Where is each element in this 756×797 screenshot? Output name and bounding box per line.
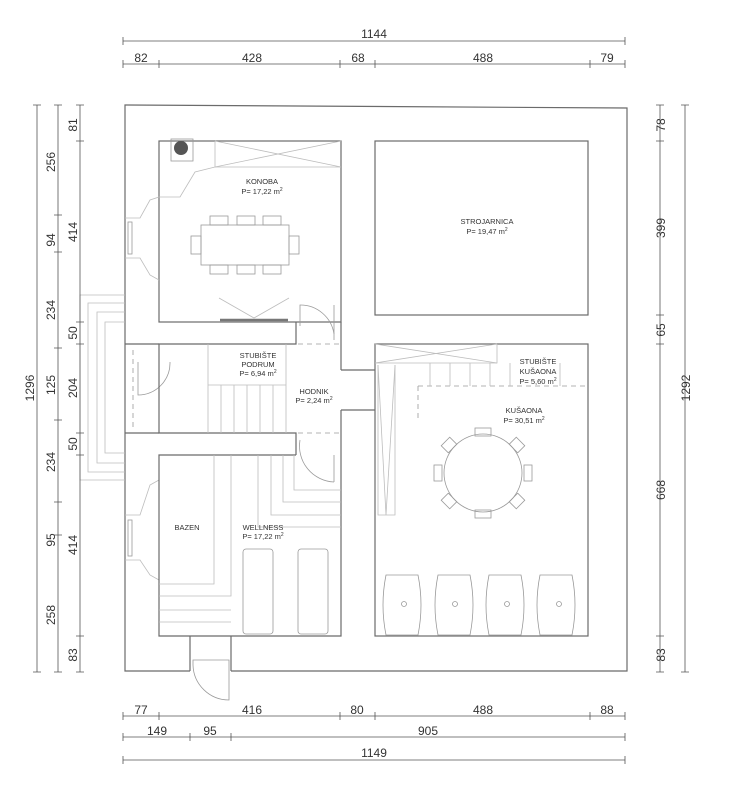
room-name-line1: STUBIŠTE (520, 357, 557, 366)
room-name: STROJARNICA (461, 217, 514, 226)
dim-label: 256 (44, 152, 58, 172)
dim-label: 83 (654, 648, 668, 662)
room-area: P= 19,47 m2 (466, 227, 508, 236)
room-area: P= 5,60 m2 (519, 377, 556, 386)
room-area: P= 30,51 m2 (503, 416, 545, 425)
dimension-lines (33, 37, 689, 764)
room-area: P= 17,22 m2 (242, 532, 284, 541)
room-area: P= 2,24 m2 (295, 396, 332, 405)
dim-label: 399 (654, 218, 668, 238)
dim-label: 95 (44, 533, 58, 547)
dim-label: 416 (242, 703, 262, 717)
room-name-line2: PODRUM (241, 360, 274, 369)
dim-label: 95 (203, 724, 217, 738)
dimension-labels: 1144 82 428 68 488 79 77 416 80 488 88 1… (23, 27, 693, 760)
room-name-line2: KUŠAONA (520, 367, 557, 376)
dim-label: 234 (44, 300, 58, 320)
dim-label: 414 (66, 535, 80, 555)
dim-label: 204 (66, 378, 80, 398)
dim-label: 68 (351, 51, 365, 65)
room-name: KUŠAONA (506, 406, 543, 415)
lounger (242, 548, 274, 635)
room-konoba: KONOBA P= 17,22 m2 (158, 138, 342, 323)
dim-label: 88 (600, 703, 614, 717)
dim-label: 50 (66, 437, 80, 451)
dim-label: 65 (654, 323, 668, 337)
dim-label: 50 (66, 326, 80, 340)
wine-barrels (382, 574, 576, 636)
room-name: WELLNESS (243, 523, 284, 532)
dining-table (200, 224, 290, 266)
dim-label: 414 (66, 222, 80, 242)
dim-bottom-total: 1149 (361, 746, 387, 760)
dim-label: 81 (66, 118, 80, 132)
room-name-line1: STUBIŠTE (240, 351, 277, 360)
dim-label: 258 (44, 605, 58, 625)
dim-label: 488 (473, 51, 493, 65)
room-name: HODNIK (299, 387, 328, 396)
room-kusaona: STUBIŠTE KUŠAONA P= 5,60 m2 KUŠAONA P= 3… (374, 343, 589, 637)
room-area: P= 17,22 m2 (241, 187, 283, 196)
round-table (443, 433, 523, 513)
room-strojarnica: STROJARNICA P= 19,47 m2 (374, 140, 589, 316)
room-stubiste-podrum: STUBIŠTE PODRUM P= 6,94 m2 HODNIK P= 2,2… (158, 304, 375, 455)
room-wellness: BAZEN WELLNESS P= 17,22 m2 (158, 432, 342, 701)
dim-label: 80 (350, 703, 364, 717)
dim-label: 149 (147, 724, 167, 738)
lounger (297, 548, 329, 635)
outer-walls (124, 104, 628, 672)
dim-top-total: 1144 (361, 27, 387, 41)
dim-label: 668 (654, 480, 668, 500)
dim-label: 77 (134, 703, 148, 717)
dim-label: 94 (44, 233, 58, 247)
chimney-icon (174, 141, 188, 155)
dim-right-total: 1292 (679, 374, 693, 401)
dim-label: 488 (473, 703, 493, 717)
room-name: BAZEN (174, 523, 199, 532)
dim-label: 82 (134, 51, 148, 65)
dim-label: 78 (654, 118, 668, 132)
room-name: KONOBA (246, 177, 278, 186)
dim-label: 83 (66, 648, 80, 662)
dim-label: 125 (44, 375, 58, 395)
dim-label: 79 (600, 51, 614, 65)
dim-label: 428 (242, 51, 262, 65)
dim-label: 905 (418, 724, 438, 738)
room-area: P= 6,94 m2 (239, 369, 276, 378)
dim-label: 234 (44, 452, 58, 472)
dim-left-total: 1296 (23, 374, 37, 401)
